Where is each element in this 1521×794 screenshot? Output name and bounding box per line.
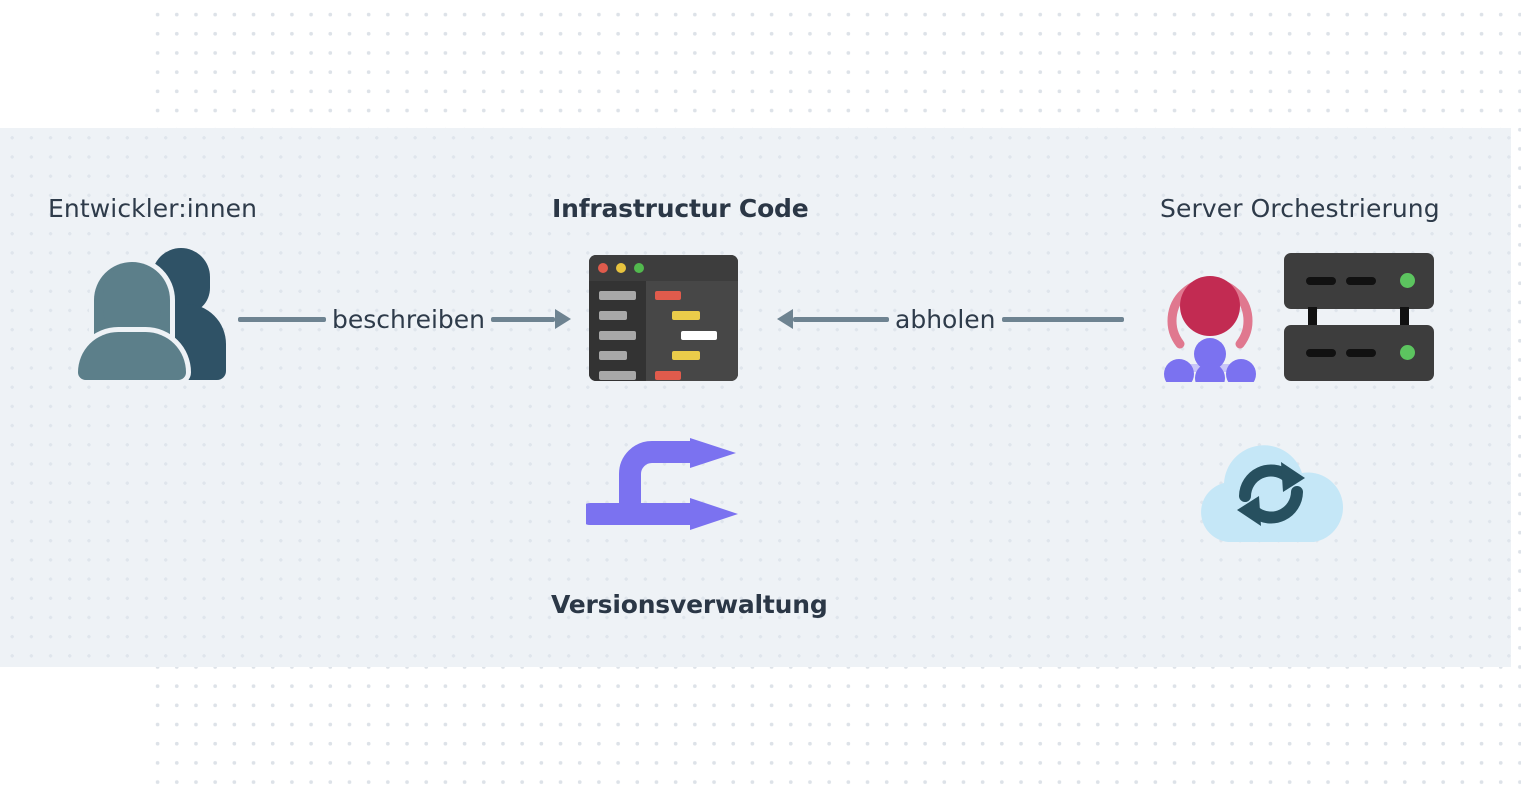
edge-beschreiben: beschreiben <box>238 307 572 332</box>
edge-label-beschreiben: beschreiben <box>332 304 486 334</box>
edge-abholen: abholen <box>777 307 1124 332</box>
window-close-dot-icon <box>598 263 608 273</box>
people-icon <box>78 248 228 380</box>
cloud-sync-svg <box>1201 445 1344 542</box>
cloud-sync-icon <box>1192 432 1350 548</box>
code-line <box>672 311 700 320</box>
edge-line-left <box>238 316 326 322</box>
orchestration-nodes-icon <box>1160 248 1260 393</box>
server-orchestration-label: Server Orchestrierung <box>1160 194 1440 223</box>
server-status-led-icon <box>1400 273 1415 288</box>
editor-code-pane <box>646 281 738 381</box>
person-front-shape <box>78 262 186 380</box>
editor-body <box>589 281 738 381</box>
editor-titlebar <box>589 255 738 281</box>
code-line <box>655 291 681 300</box>
edge-label-abholen: abholen <box>895 304 996 334</box>
arrow-head-left-icon <box>777 309 793 329</box>
editor-sidebar <box>589 281 646 381</box>
branch-arrow-svg <box>579 438 738 530</box>
window-minimize-dot-icon <box>616 263 626 273</box>
server-rack-bottom <box>1284 325 1434 381</box>
background-dot-pattern-band <box>0 128 1511 667</box>
infrastructure-code-label: Infrastructur Code <box>552 194 809 223</box>
developers-label: Entwickler:innen <box>48 194 258 223</box>
arrow-head-right-icon <box>555 309 572 329</box>
window-maximize-dot-icon <box>634 263 644 273</box>
code-editor-icon <box>589 255 738 381</box>
branch-arrow-icon <box>579 438 742 536</box>
edge-line-left <box>793 316 889 322</box>
version-control-label: Versionsverwaltung <box>551 590 828 619</box>
edge-line-right <box>1001 316 1124 322</box>
server-rack-top <box>1284 253 1434 309</box>
server-rack-icon <box>1284 253 1434 381</box>
edge-line-right <box>491 316 556 322</box>
code-line <box>681 331 717 340</box>
code-line <box>672 351 700 360</box>
code-line <box>655 371 681 380</box>
server-status-led-icon <box>1400 345 1415 360</box>
orchestration-svg <box>1164 276 1256 393</box>
